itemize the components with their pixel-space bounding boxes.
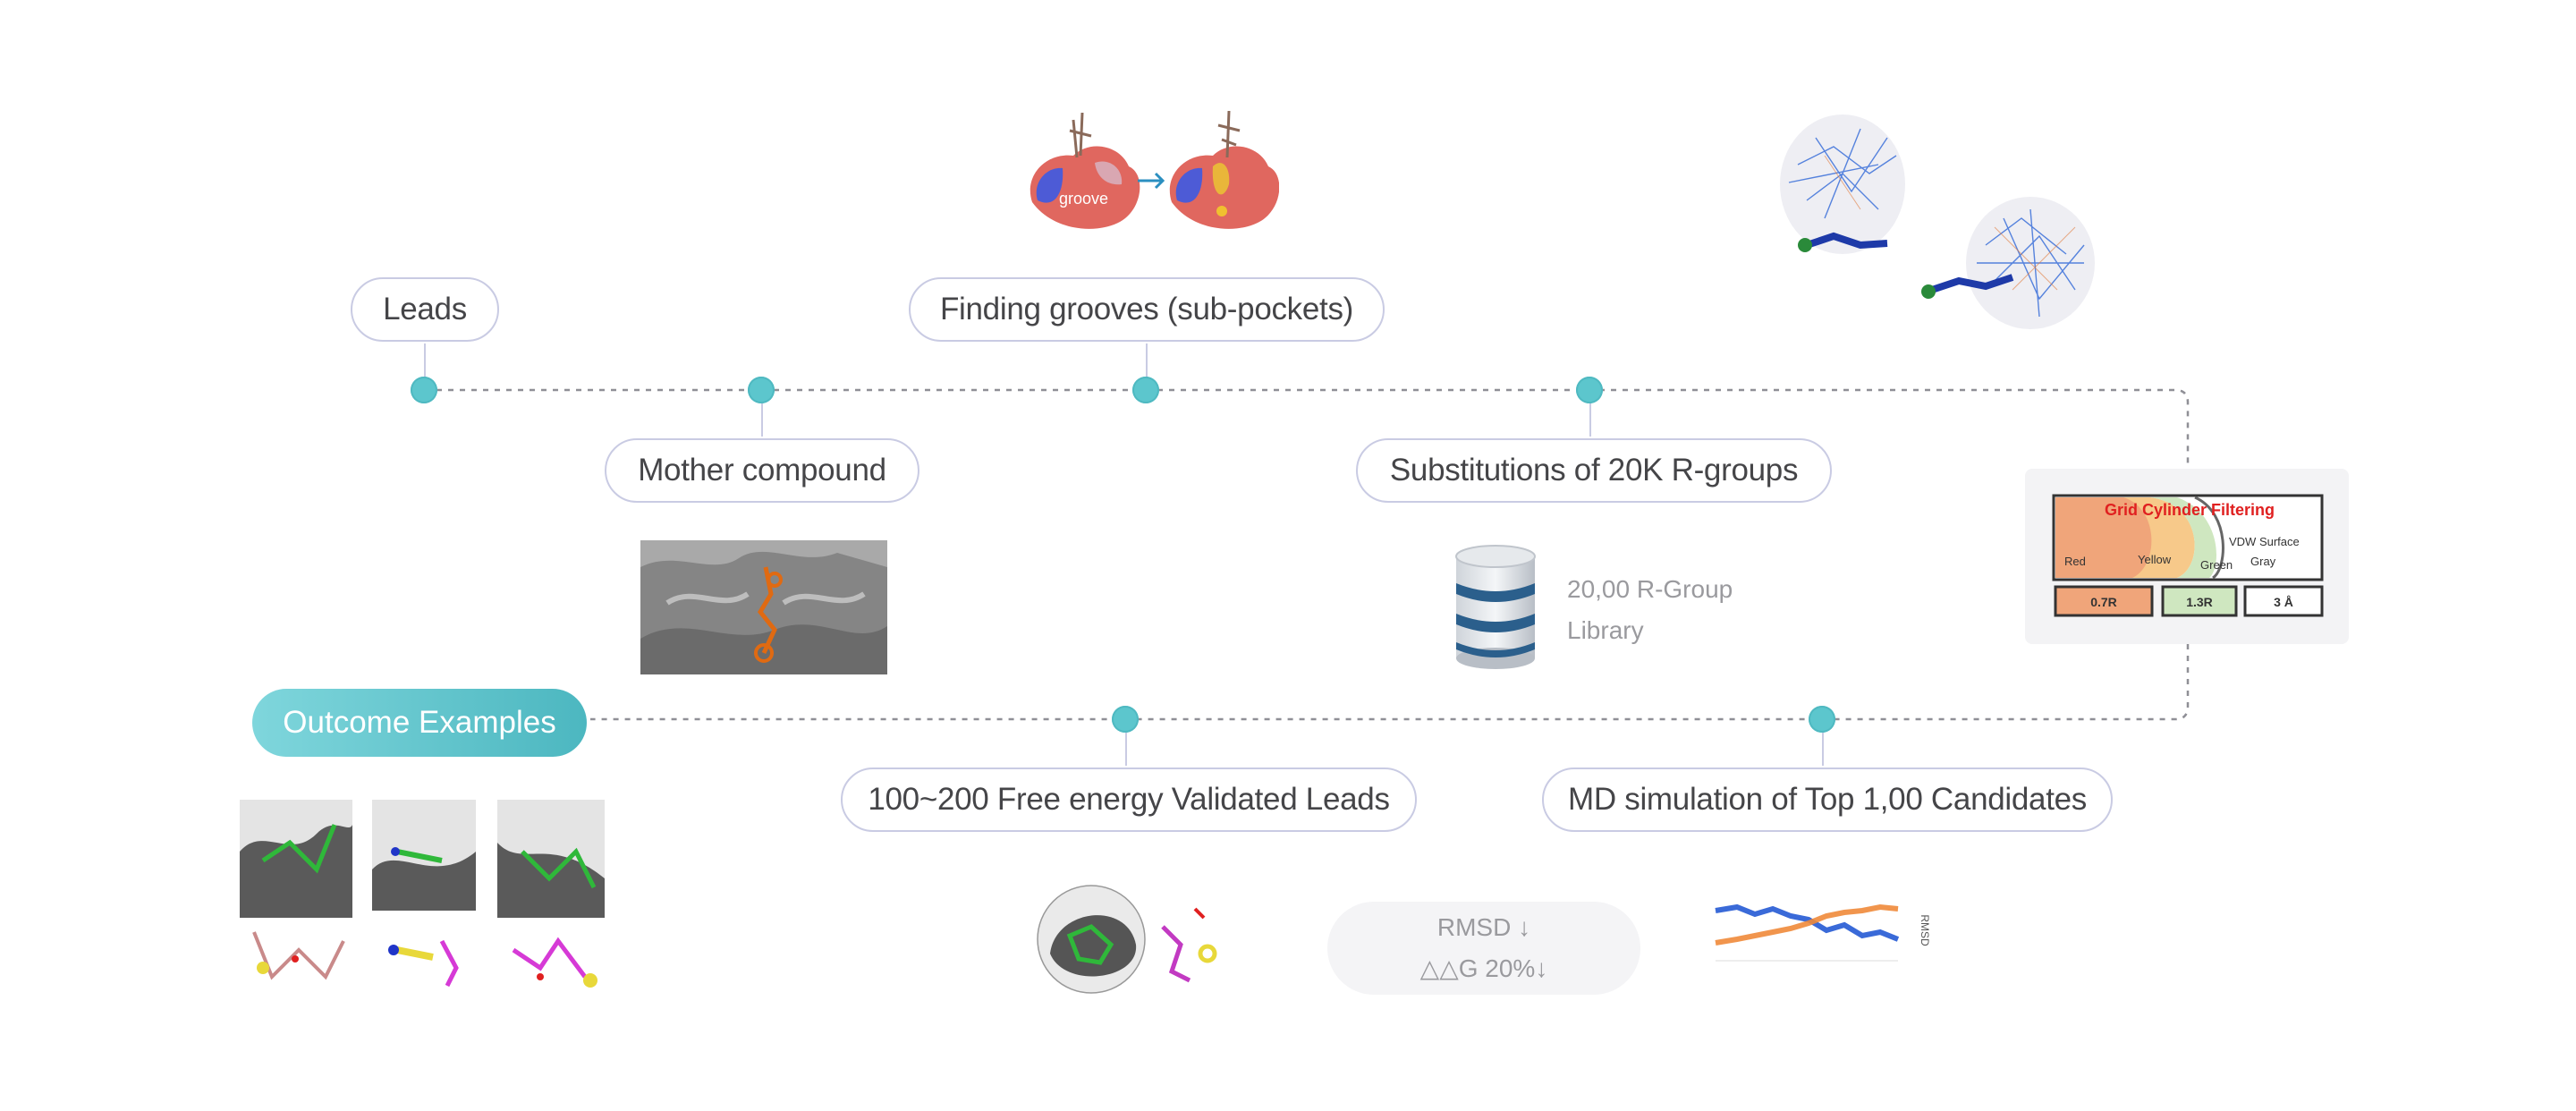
zone-green: Green <box>2200 558 2233 572</box>
groove-protein-image: groove <box>1020 104 1279 243</box>
step-finding-grooves: Finding grooves (sub-pockets) <box>909 277 1385 342</box>
validated-leads-image <box>1029 873 1225 1007</box>
timeline-dot-substitutions <box>1576 377 1603 403</box>
rmsd-result-badge: RMSD ↓ △△G 20%↓ <box>1327 902 1640 995</box>
zone-yellow: Yellow <box>2138 553 2172 566</box>
step-leads: Leads <box>351 277 499 342</box>
timeline-dot-mother <box>748 377 775 403</box>
timeline-dot-md <box>1809 706 1835 733</box>
library-line-2: Library <box>1567 616 1644 644</box>
step-substitutions: Substitutions of 20K R-groups <box>1356 438 1832 503</box>
timeline-dot-validated <box>1112 706 1139 733</box>
md-plot-side-label: RMSD <box>1919 914 1931 946</box>
zone-vdw-surface: VDW Surface <box>2229 535 2300 548</box>
grid-cylinder-filter-card: Grid Cylinder Filtering Red Yellow Green… <box>2025 469 2349 644</box>
r-group-library-label: 20,00 R-Group Library <box>1567 569 1733 651</box>
grid-filter-title: Grid Cylinder Filtering <box>2105 501 2275 519</box>
value-0-7r: 0.7R <box>2090 595 2117 609</box>
groove-label: groove <box>1059 190 1108 208</box>
stem-md <box>1822 719 1824 766</box>
outcome-examples-button[interactable]: Outcome Examples <box>252 689 587 757</box>
stem-leads <box>424 343 426 390</box>
step-md-simulation: MD simulation of Top 1,00 Candidates <box>1542 768 2113 832</box>
stem-validated <box>1125 719 1127 766</box>
library-line-1: 20,00 R-Group <box>1567 575 1733 603</box>
database-icon <box>1453 544 1538 669</box>
mother-compound-image <box>640 540 887 674</box>
stem-grooves <box>1146 343 1148 390</box>
delta-g-line: △△G 20%↓ <box>1419 954 1548 982</box>
timeline-dot-leads <box>411 377 437 403</box>
value-3a: 3 Å <box>2274 595 2293 609</box>
conformer-cloud-image <box>1771 111 2129 361</box>
value-1-3r: 1.3R <box>2186 595 2213 609</box>
timeline-dot-grooves <box>1132 377 1159 403</box>
step-mother-compound: Mother compound <box>605 438 919 503</box>
zone-red: Red <box>2064 555 2086 568</box>
zone-gray: Gray <box>2250 555 2276 568</box>
step-validated-leads: 100~200 Free energy Validated Leads <box>841 768 1417 832</box>
rmsd-line-1: RMSD ↓ <box>1436 913 1531 941</box>
stem-substitutions <box>1589 390 1591 437</box>
stem-mother <box>761 390 763 437</box>
outcome-example-images <box>236 798 612 1002</box>
md-trajectory-plot: RMSD <box>1710 880 1943 980</box>
